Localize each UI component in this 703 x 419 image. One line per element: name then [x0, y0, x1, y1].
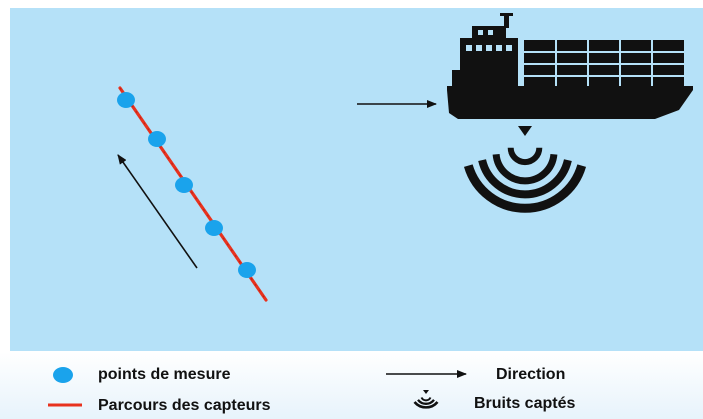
measure-point [117, 92, 135, 108]
sound-waves-icon [463, 147, 587, 213]
noise-legend-source-icon [423, 390, 429, 394]
legend-background [0, 352, 703, 419]
legend-measure-points-label: points de mesure [98, 366, 231, 383]
sound-source-icon [518, 126, 532, 136]
measure-point [238, 262, 256, 278]
legend-noise-label: Bruits captés [474, 395, 576, 412]
legend-sensor-path-label: Parcours des capteurs [98, 397, 271, 414]
sensor-direction-arrow [117, 154, 198, 269]
ship-details [466, 30, 684, 86]
legend-direction-label: Direction [496, 366, 566, 383]
measurement-points [117, 92, 256, 278]
noise-legend-icon [413, 396, 439, 409]
measure-point [148, 131, 166, 147]
measure-point-icon [53, 367, 73, 383]
measure-point [175, 177, 193, 193]
measure-point [205, 220, 223, 236]
